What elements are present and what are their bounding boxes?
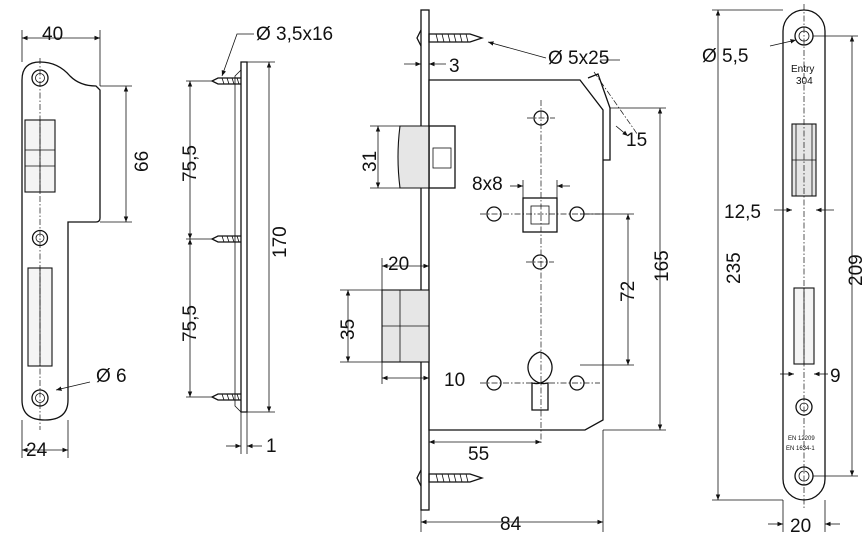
lock-spindle-label: 8x8 (472, 174, 503, 195)
screw-icon (210, 77, 241, 85)
lock-body-width-label: 84 (500, 514, 522, 535)
faceplate-marking-line1: Entry (791, 64, 814, 75)
screw-icon (210, 235, 241, 243)
lock-plate-label: 3 (449, 56, 460, 77)
faceplate-latch-label: 12,5 (724, 202, 761, 223)
lock-screw-label: Ø 5x25 (548, 48, 609, 69)
lock-cylinder-offset-label: 10 (444, 370, 465, 391)
striker-width-label: 40 (42, 24, 63, 45)
faceplate-screw-distance-label: 209 (846, 254, 865, 286)
lock-center-distance-label: 72 (618, 281, 639, 302)
faceplate-view: Entry 304 EN 12209 EN 1634-1 Ø 5,5 235 1… (702, 4, 865, 537)
striker-height-label: 66 (132, 151, 153, 172)
lock-bolt-offset-label: 20 (388, 254, 409, 275)
striker-plate-view: 40 66 Ø 6 24 (21, 24, 153, 461)
faceplate-standard-line1: EN 12209 (788, 436, 815, 442)
faceplate-bolt-label: 9 (830, 366, 841, 387)
side-thickness-label: 1 (266, 436, 277, 457)
lock-bolt-height-label: 35 (338, 319, 359, 340)
faceplate-height-label: 235 (724, 252, 745, 284)
side-total-label: 170 (270, 226, 291, 258)
side-spacing-bottom-label: 75,5 (180, 305, 201, 342)
lock-body-height-label: 165 (652, 250, 673, 282)
striker-side-view: Ø 3,5x16 75,5 75,5 170 1 (180, 24, 333, 457)
screw-icon (416, 469, 485, 487)
side-screw-label: Ø 3,5x16 (256, 24, 333, 45)
screw-icon (210, 393, 241, 401)
striker-edge-label: 24 (26, 440, 48, 461)
striker-hole-label: Ø 6 (96, 366, 127, 387)
lock-angle-label: 15 (626, 130, 647, 151)
side-spacing-top-label: 75,5 (180, 145, 201, 182)
faceplate-standard-line2: EN 1634-1 (786, 446, 815, 452)
faceplate-width-label: 20 (790, 516, 811, 537)
faceplate-hole-label: Ø 5,5 (702, 46, 748, 67)
screw-icon (416, 29, 485, 47)
lock-backset-label: 55 (468, 444, 489, 465)
faceplate-marking-line2: 304 (796, 76, 813, 87)
lock-body-view: Ø 5x25 3 15 31 8x8 20 35 10 72 (338, 9, 673, 535)
lock-latch-label: 31 (360, 151, 381, 172)
